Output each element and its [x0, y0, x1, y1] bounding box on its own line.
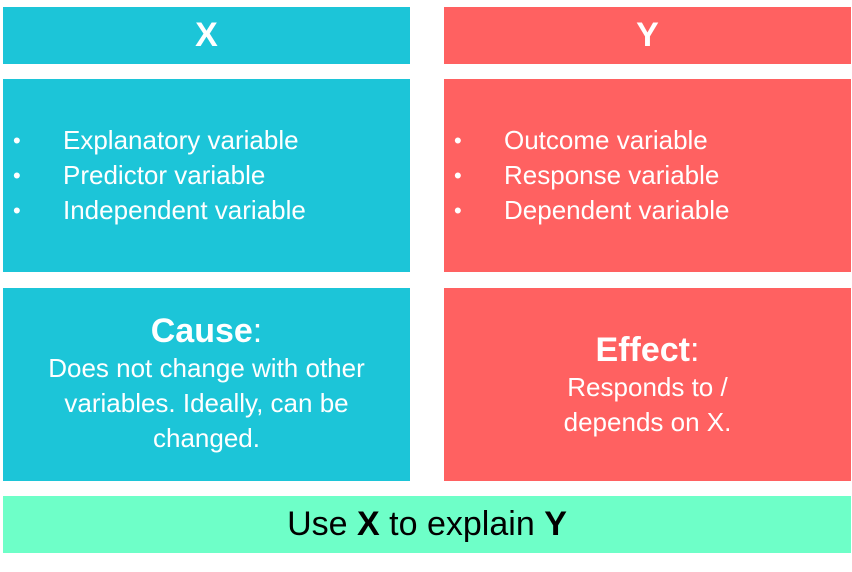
x-synonyms-list: • Explanatory variable • Predictor varia… [3, 123, 410, 228]
bullet-icon: • [454, 163, 462, 188]
y-role-description: Effect: Responds to / depends on X. [444, 330, 851, 440]
x-synonym-text: Predictor variable [63, 160, 266, 190]
x-role-colon: : [252, 312, 263, 350]
x-column-header: X [3, 7, 410, 64]
y-synonym-item: • Response variable [444, 158, 851, 193]
x-role-description: Cause: Does not change with other variab… [3, 311, 410, 456]
y-synonym-item: • Dependent variable [444, 193, 851, 228]
y-role-heading: Effect: [444, 330, 851, 370]
y-synonym-text: Response variable [504, 160, 720, 190]
x-synonym-item: • Predictor variable [3, 158, 410, 193]
x-synonym-text: Explanatory variable [63, 125, 299, 155]
x-header-label: X [195, 16, 218, 54]
x-synonym-text: Independent variable [63, 195, 306, 225]
bullet-icon: • [454, 198, 462, 223]
bullet-icon: • [454, 128, 462, 153]
x-synonym-item: • Explanatory variable [3, 123, 410, 158]
summary-middle: to explain [379, 505, 545, 543]
y-role-title: Effect [595, 331, 690, 369]
x-role-heading: Cause: [3, 311, 410, 351]
summary-prefix: Use [287, 505, 358, 543]
x-role-box: Cause: Does not change with other variab… [3, 288, 410, 481]
y-role-line: depends on X. [563, 407, 732, 437]
x-synonyms-box: • Explanatory variable • Predictor varia… [3, 79, 410, 272]
bullet-icon: • [13, 198, 21, 223]
bullet-icon: • [13, 128, 21, 153]
x-role-line: changed. [153, 423, 260, 453]
y-role-colon: : [690, 331, 700, 369]
y-synonyms-box: • Outcome variable • Response variable •… [444, 79, 851, 272]
bullet-icon: • [13, 163, 21, 188]
x-synonym-item: • Independent variable [3, 193, 410, 228]
y-synonym-item: • Outcome variable [444, 123, 851, 158]
x-role-line: Does not change with other [48, 353, 365, 383]
x-role-line: variables. Ideally, can be [64, 388, 349, 418]
y-column-header: Y [444, 7, 851, 64]
y-role-box: Effect: Responds to / depends on X. [444, 288, 851, 481]
summary-banner: Use X to explain Y [3, 496, 851, 553]
y-header-label: Y [636, 16, 659, 54]
summary-y: Y [544, 505, 567, 543]
y-synonym-text: Outcome variable [504, 125, 708, 155]
y-synonyms-list: • Outcome variable • Response variable •… [444, 123, 851, 228]
x-role-title: Cause [150, 312, 253, 350]
y-role-line: Responds to / [567, 372, 728, 402]
summary-x: X [357, 505, 380, 543]
y-synonym-text: Dependent variable [504, 195, 730, 225]
